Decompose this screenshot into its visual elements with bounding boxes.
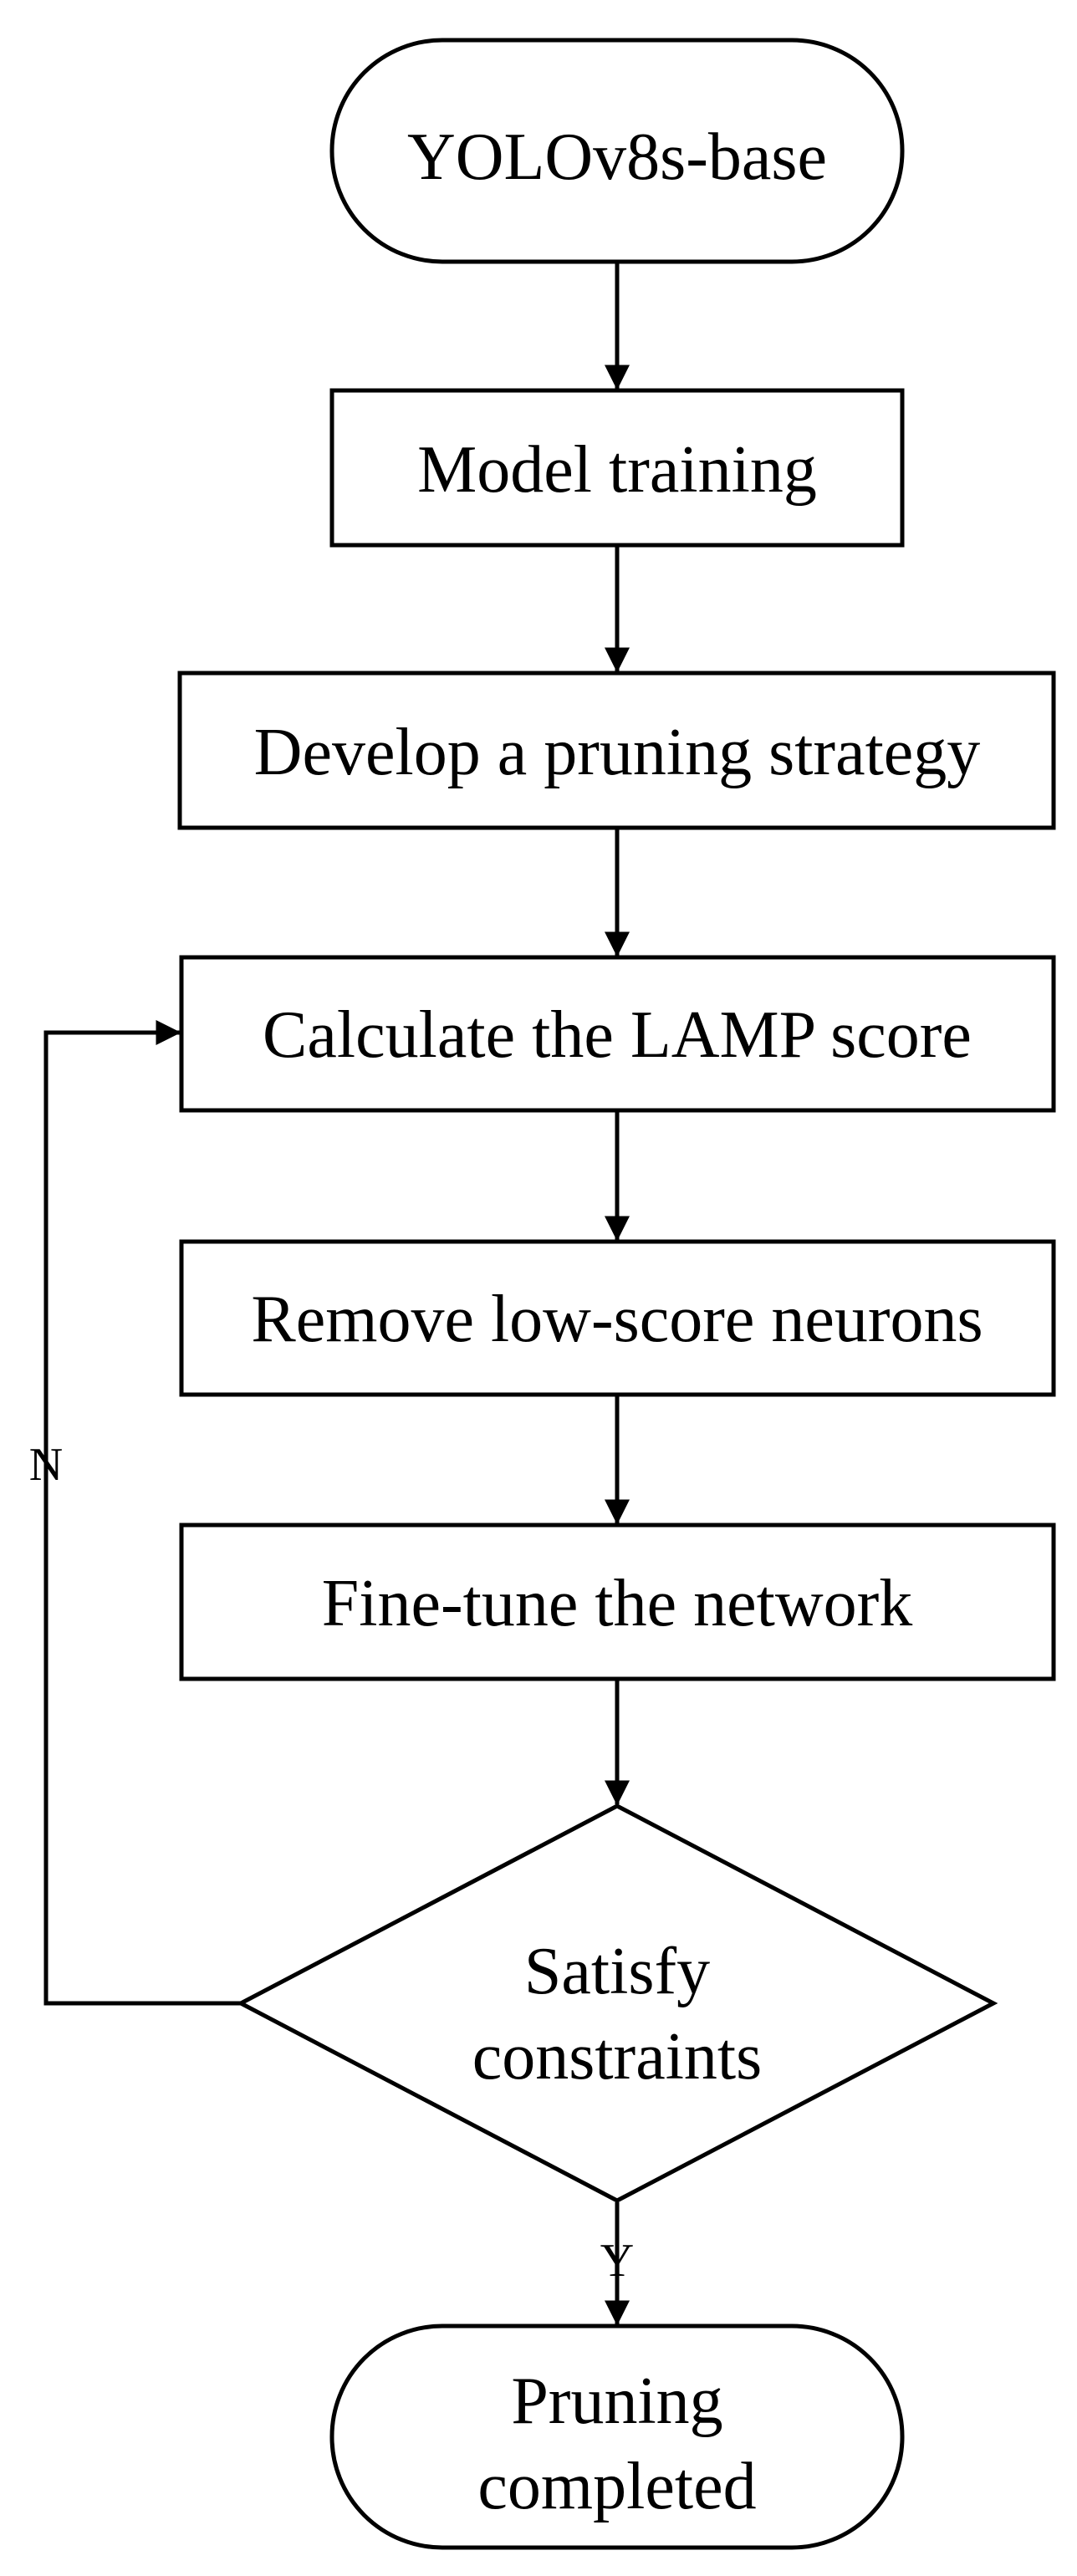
node-start: YOLOv8s-base <box>329 38 905 264</box>
edge-check-to-lamp-no <box>43 1020 241 2006</box>
node-start-label: YOLOv8s-base <box>407 120 827 194</box>
node-strategy: Develop a pruning strategy <box>177 671 1056 830</box>
node-end-label-line-1: Pruning <box>511 2364 722 2438</box>
process-shape <box>177 671 1056 830</box>
terminator-shape <box>329 2324 905 2550</box>
node-check-label-line-1: Satisfy <box>524 1935 710 2008</box>
node-finetune-label: Fine-tune the network <box>322 1567 912 1640</box>
process-shape <box>179 955 1056 1113</box>
terminator-shape <box>329 38 905 264</box>
node-strategy-label: Develop a pruning strategy <box>254 716 981 789</box>
node-end-label-line-2: completed <box>477 2450 756 2523</box>
node-lamp-label: Calculate the LAMP score <box>263 998 972 1072</box>
node-finetune: Fine-tune the network <box>179 1523 1056 1681</box>
edge-no-label: N <box>29 1439 63 1491</box>
node-lamp: Calculate the LAMP score <box>179 955 1056 1113</box>
edge-yes-label: Y <box>600 2235 634 2287</box>
decision-shape <box>236 1803 998 2203</box>
node-check: Satisfy constraints <box>236 1803 998 2203</box>
node-end: Pruning completed <box>329 2324 905 2550</box>
process-shape <box>179 1523 1056 1681</box>
connectors <box>43 263 630 2326</box>
node-check-label-line-2: constraints <box>472 2020 763 2094</box>
process-shape <box>179 1239 1056 1397</box>
node-train: Model training <box>329 388 905 548</box>
node-train-label: Model training <box>417 433 817 507</box>
node-remove-label: Remove low-score neurons <box>251 1283 983 1356</box>
process-shape <box>329 388 905 548</box>
node-remove: Remove low-score neurons <box>179 1239 1056 1397</box>
